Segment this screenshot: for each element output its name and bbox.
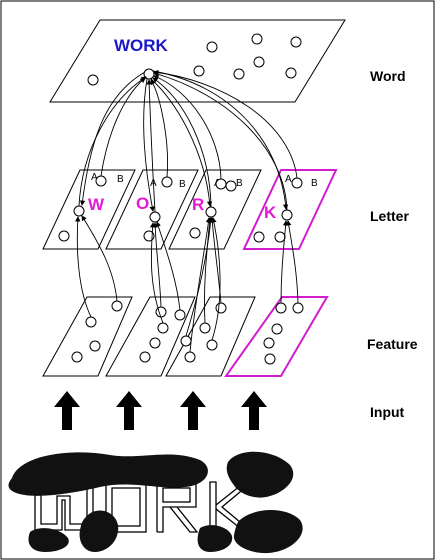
feature-plane-1: [42, 296, 133, 377]
feature-node: [149, 337, 161, 349]
letter-node-w: [73, 205, 85, 217]
letter-node: [143, 230, 155, 242]
feature-node: [263, 337, 275, 349]
word-node: [87, 74, 99, 86]
feature-node: [271, 323, 283, 335]
level-label-feature: Feature: [367, 336, 418, 352]
letter-node: [58, 230, 70, 242]
ink-blot: [226, 451, 294, 498]
feature-node: [71, 351, 83, 363]
letter-mark-b: B: [117, 174, 124, 185]
feature-node: [184, 351, 196, 363]
feature-node: [174, 309, 186, 321]
letter-mark-b: B: [179, 179, 186, 190]
letter-mark-a: A: [285, 174, 292, 185]
letter-node: [291, 177, 303, 189]
stimulus-degraded-word: [8, 451, 303, 554]
letter-node: [225, 180, 237, 192]
letter-mark-b: B: [311, 178, 318, 189]
feature-node: [155, 306, 167, 318]
word-node: [285, 67, 297, 79]
feature-node: [275, 302, 287, 314]
feature-node: [139, 351, 151, 363]
letter-label-r: R: [192, 195, 204, 214]
feature-plane-3: [165, 296, 256, 377]
feature-node: [89, 340, 101, 352]
ink-blot: [28, 528, 69, 552]
input-arrow-up-icon: [116, 391, 142, 430]
letter-label-w: W: [88, 195, 105, 214]
letter-plane-r: [168, 169, 262, 250]
letter-mark-a: A: [91, 172, 98, 183]
word-node: [233, 68, 245, 80]
letter-node: [215, 178, 227, 190]
feature-node: [180, 335, 192, 347]
input-arrows: [54, 391, 267, 430]
letter-node: [161, 176, 173, 188]
letter-label-k: K: [264, 203, 277, 222]
letter-node-r: [205, 206, 217, 218]
letter-to-word-links: [78, 69, 298, 213]
word-nodes: [87, 33, 302, 86]
word-plane-title: WORK: [114, 36, 169, 55]
letter-label-o: O: [136, 194, 149, 213]
level-label-letter: Letter: [370, 208, 409, 224]
feature-plane-2: [105, 296, 196, 377]
ink-blot: [8, 452, 208, 496]
letter-node-o: [149, 211, 161, 223]
letter-plane-o: [105, 169, 199, 250]
word-node: [206, 41, 218, 53]
letter-mark-b: B: [236, 178, 243, 189]
feature-to-letter-links: [75, 215, 299, 353]
feature-node: [199, 322, 211, 334]
input-arrow-up-icon: [241, 391, 267, 430]
level-label-word: Word: [370, 68, 406, 84]
letter-node: [253, 231, 265, 243]
word-plane: [49, 19, 346, 103]
letter-plane-w: [42, 169, 136, 250]
feature-node: [111, 300, 123, 312]
letter-node-k: [281, 209, 293, 221]
word-node: [253, 56, 265, 68]
word-node: [290, 36, 302, 48]
ink-blot: [79, 510, 119, 552]
letter-nodes: [58, 175, 303, 243]
feature-nodes: [71, 300, 304, 365]
ink-blot: [197, 525, 233, 552]
letter-plane-k-highlighted: [242, 169, 338, 250]
feature-plane-4-highlighted: [224, 296, 329, 377]
feature-node: [292, 302, 304, 314]
letter-node: [95, 175, 107, 187]
feature-node: [264, 353, 276, 365]
feature-node: [215, 302, 227, 314]
level-label-input: Input: [370, 404, 405, 420]
word-node: [193, 65, 205, 77]
ink-blot: [233, 510, 303, 554]
word-node: [251, 33, 263, 45]
letter-node: [189, 227, 201, 239]
feature-node: [206, 339, 218, 351]
feature-node: [157, 322, 169, 334]
feature-node: [85, 316, 97, 328]
input-arrow-up-icon: [180, 391, 206, 430]
input-arrow-up-icon: [54, 391, 80, 430]
letter-node: [274, 231, 286, 243]
